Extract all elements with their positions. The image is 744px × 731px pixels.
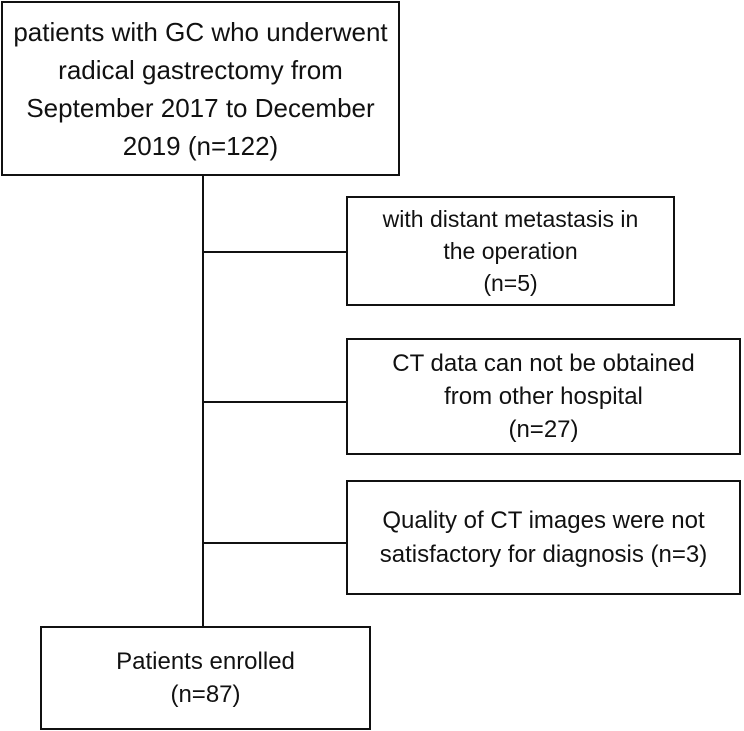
exclusion-1-text-line-3: (n=5) (483, 270, 538, 296)
exclusion-2-text-line-1: CT data can not be obtained (392, 350, 695, 377)
exclusion-branch-line-3 (204, 542, 346, 544)
initial-cohort-box: patients with GC who underwent radical g… (1, 1, 400, 176)
exclusion-2-text-line-2: from other hospital (444, 383, 643, 410)
main-flow-line (202, 176, 204, 627)
exclusion-box-ct-data-unavailable: CT data can not be obtained from other h… (346, 338, 741, 455)
exclusion-3-text-line-2: satisfactory for diagnosis (n=3) (379, 540, 708, 568)
exclusion-1-text-line-2: the operation (443, 238, 578, 264)
enrolled-text-line-2: (n=87) (170, 681, 241, 708)
exclusion-2-text-line-3: (n=27) (508, 416, 579, 443)
initial-cohort-text-line-3: September 2017 to December (26, 92, 375, 123)
exclusion-3-text-line-1: Quality of CT images were not (382, 506, 705, 534)
initial-cohort-text-line-2: radical gastrectomy from (58, 54, 343, 85)
initial-cohort-text-line-1: patients with GC who underwent (13, 16, 388, 47)
enrolled-text-line-1: Patients enrolled (116, 648, 295, 675)
exclusion-branch-line-2 (204, 401, 346, 403)
exclusion-box-distant-metastasis: with distant metastasis in the operation… (346, 196, 675, 306)
enrolled-patients-box: Patients enrolled (n=87) (40, 626, 371, 730)
initial-cohort-text-line-4: 2019 (n=122) (122, 130, 279, 161)
exclusion-box-ct-quality: Quality of CT images were not satisfacto… (346, 480, 741, 595)
exclusion-1-text-line-1: with distant metastasis in (382, 206, 639, 232)
exclusion-branch-line-1 (204, 251, 346, 253)
